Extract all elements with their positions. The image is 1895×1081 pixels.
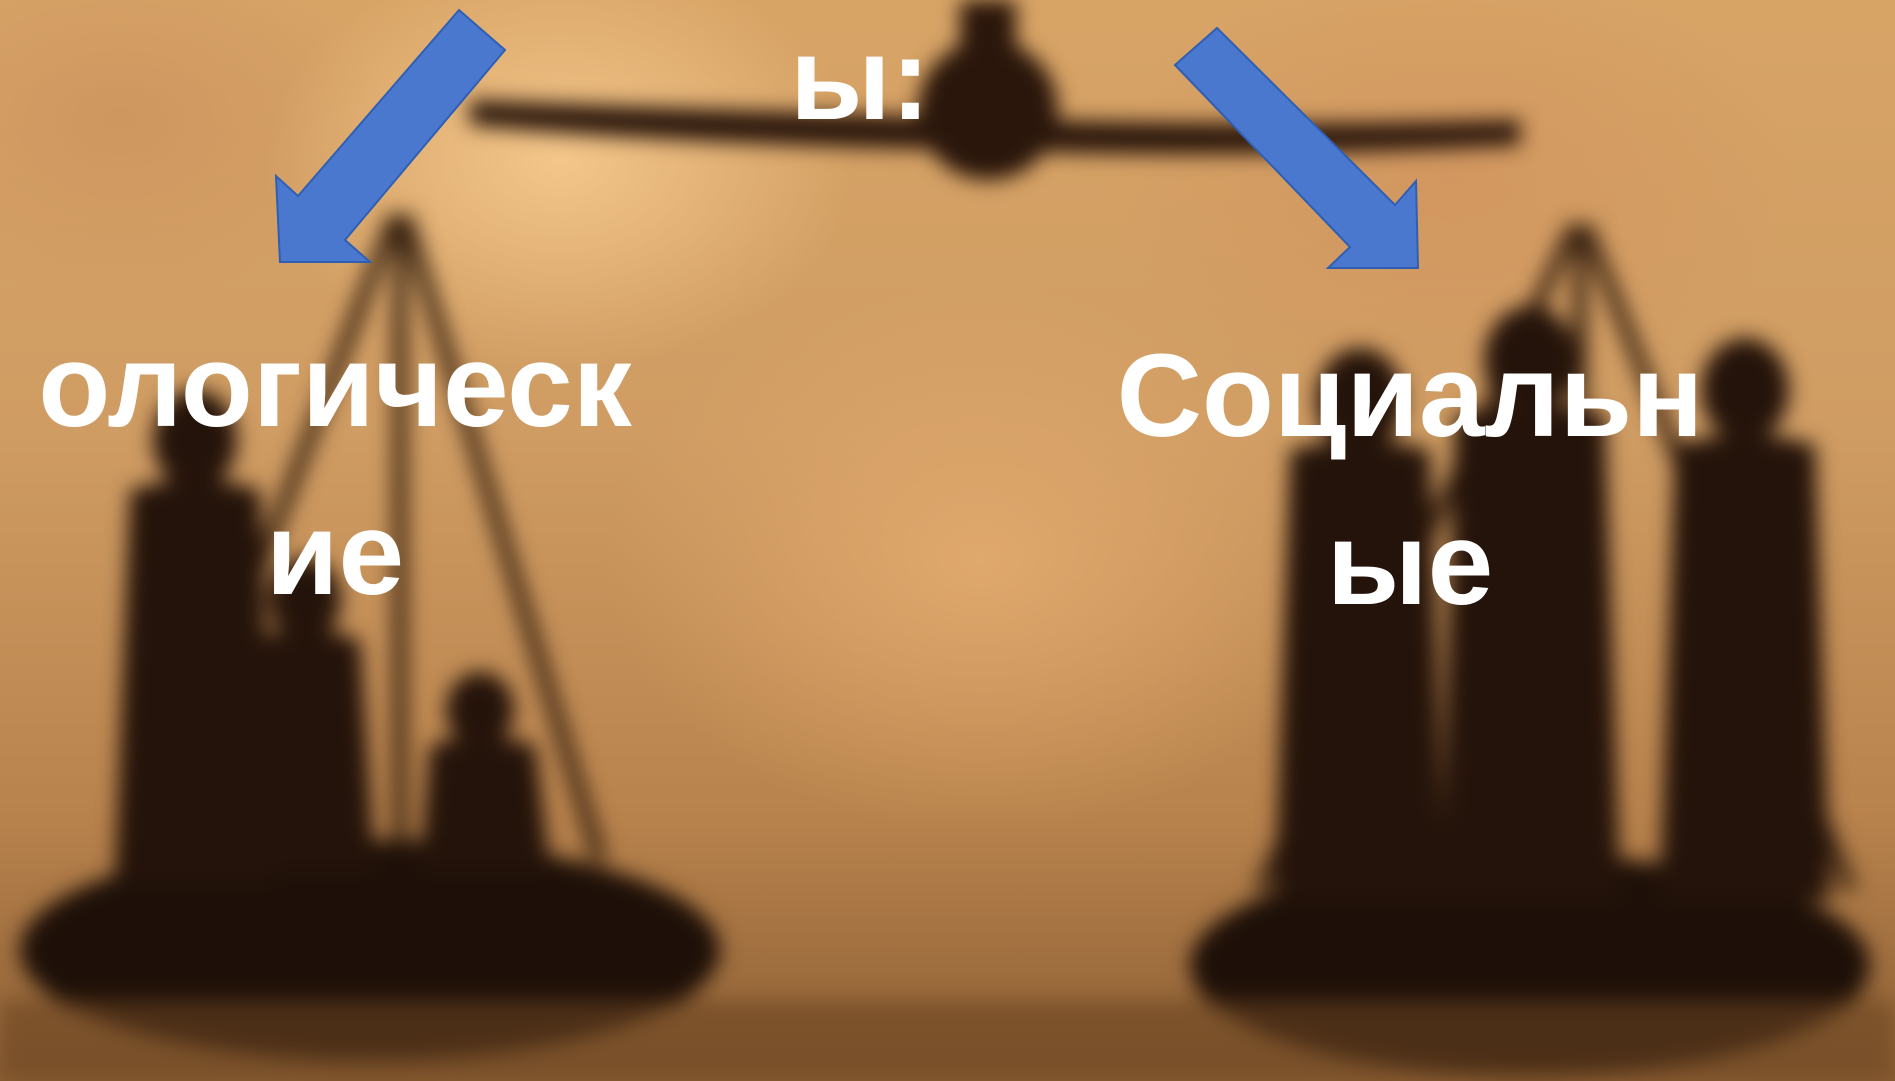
right-category-line-1: Социальн: [990, 312, 1830, 480]
right-category-line-2: ые: [990, 480, 1830, 648]
left-category-line-1: ологическ: [0, 302, 860, 470]
top-heading-text: ы:: [650, 4, 1070, 154]
arrow-down-left-icon: [276, 10, 505, 262]
left-category-line-2: ие: [0, 470, 860, 638]
arrow-down-right-icon: [1175, 28, 1418, 268]
left-category-label: ологическ ие: [0, 302, 860, 638]
top-heading-line: ы:: [650, 4, 1070, 154]
right-category-label: Социальн ые: [990, 312, 1830, 648]
